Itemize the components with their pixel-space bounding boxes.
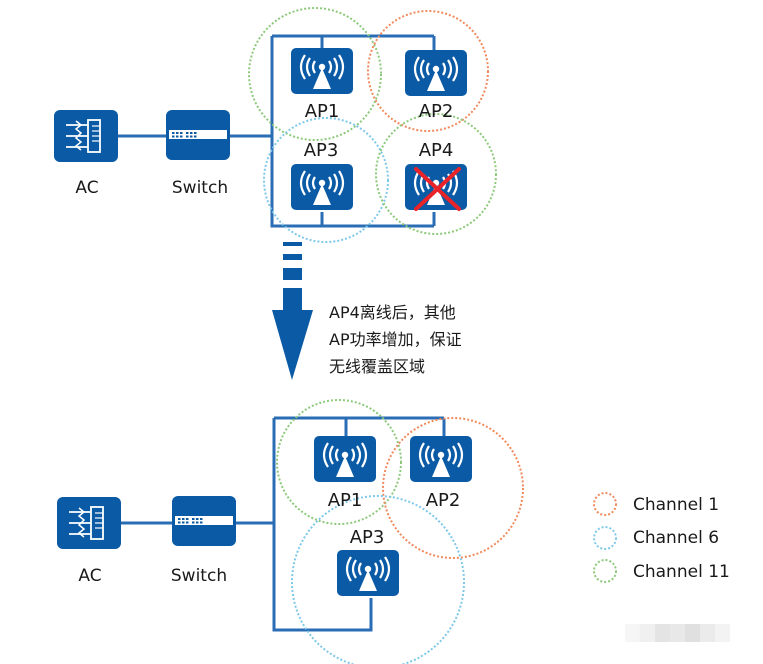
top-topology: AC Switch AP1 AP2 AP3 AP4 [53,7,497,243]
top-ap1-coverage-channel11 [248,7,382,141]
legend-label-channel-1: Channel 1 [633,495,719,515]
top-ap3: AP3 [289,140,355,212]
top-ap4-coverage-channel11 [375,113,497,235]
ap-icon [335,548,401,598]
transition-note: AP4离线后，其他 AP功率增加，保证 无线覆盖区域 [329,303,462,376]
note-line-3: 无线覆盖区域 [329,357,425,376]
bottom-switch-label: Switch [171,566,227,586]
transition-arrow [272,242,313,380]
bottom-wiring [118,416,446,632]
ac-icon [53,109,119,163]
note-line-2: AP功率增加，保证 [329,330,462,349]
legend-item-channel-1: Channel 1 [593,492,719,516]
legend-item-channel-11: Channel 11 [593,559,730,583]
bottom-ap1: AP1 [312,434,378,511]
top-ac-label: AC [75,178,98,198]
legend-label-channel-11: Channel 11 [633,562,730,582]
legend-item-channel-6: Channel 6 [593,526,719,550]
bottom-topology: AC Switch AP1 AP2 AP3 [56,399,524,664]
switch-icon [166,110,230,160]
top-ap2-label: AP2 [419,101,454,122]
ap-icon [289,162,355,212]
bottom-ap1-coverage-channel11 [276,399,402,525]
bottom-switch-device: Switch [171,496,236,586]
ap-icon [289,46,355,96]
bottom-ap3-coverage-channel6 [291,495,465,664]
note-line-1: AP4离线后，其他 [329,303,456,322]
bottom-ap2: AP2 [408,434,474,511]
ap-icon [403,48,469,98]
top-switch-label: Switch [172,178,228,198]
legend-swatch-channel-1 [593,492,617,516]
bottom-ap3-label: AP3 [350,527,385,548]
top-ac-device: AC [53,109,119,198]
legend-label-channel-6: Channel 6 [633,528,719,548]
top-ap3-label: AP3 [304,140,339,161]
top-ap4-offline: AP4 [403,140,469,212]
ap-icon [312,434,378,484]
top-ap3-coverage-channel6 [263,117,389,243]
offline-x-icon [414,167,461,211]
top-ap2: AP2 [403,48,469,122]
watermark-blur [625,624,730,642]
top-ap2-coverage-channel1 [367,10,489,132]
bottom-ac-device: AC [56,496,122,586]
ac-icon [56,496,122,550]
bottom-ap2-label: AP2 [426,490,461,511]
top-ap1-label: AP1 [305,101,340,122]
top-switch-device: Switch [166,110,230,198]
switch-icon [172,496,236,546]
top-ap4-label: AP4 [419,140,454,161]
bottom-ap3: AP3 [335,527,401,598]
bottom-ap2-coverage-channel1 [382,417,524,559]
ap-icon [408,434,474,484]
channel-legend: Channel 1 Channel 6 Channel 11 [593,492,730,583]
bottom-ac-label: AC [78,566,101,586]
legend-swatch-channel-6 [593,526,617,550]
bottom-ap1-label: AP1 [328,490,363,511]
top-ap1: AP1 [289,46,355,122]
top-wiring [118,34,436,228]
legend-swatch-channel-11 [593,559,617,583]
